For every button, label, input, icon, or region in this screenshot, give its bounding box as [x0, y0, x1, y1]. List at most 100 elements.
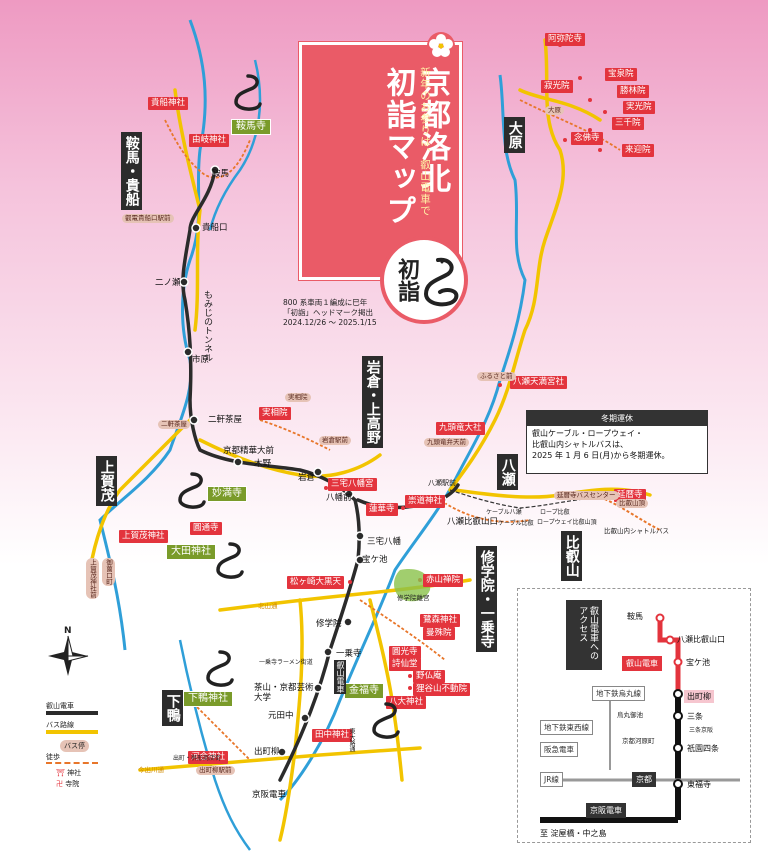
access-inset — [517, 588, 751, 843]
temple-rengeji: 蓮華寺 — [366, 503, 398, 516]
temple-sekizanzenin: 赤山禅院 — [423, 574, 464, 587]
label-ramen-kaido: 一乗寺ラーメン街道 — [259, 659, 313, 666]
eizan-kurama-line — [181, 168, 361, 782]
temple-jikkoin: 実光院 — [623, 101, 655, 114]
shugakuin-villa-area — [394, 569, 431, 602]
station-iwakura: 岩倉 — [298, 473, 316, 483]
snake-mascot-icon — [234, 74, 262, 111]
label-ropeway-summit: ロープウェイ比叡山頂 — [537, 519, 597, 526]
temple-hosenin: 宝泉院 — [605, 68, 637, 81]
site-shimogamo-jinja: 下鴨神社 — [183, 691, 233, 707]
temple-yase-tenmangu: 八瀬天満宮社 — [510, 376, 568, 389]
busstop-hiei-summit: 比叡山頂 — [616, 499, 648, 508]
inset-small-kyoto: 京都 — [632, 772, 656, 787]
compass-north: N — [64, 626, 72, 636]
station-ninose: 二ノ瀬 — [155, 278, 181, 288]
label-higashioji-dori: 東大路通 — [348, 728, 355, 752]
legend-eizan-line — [46, 711, 98, 715]
inset-small-kawaramachi: 京都河原町 — [622, 737, 655, 745]
notice-heading: 冬期運休 — [527, 411, 707, 426]
busstop-iwakura: 岩倉駅前 — [319, 436, 351, 445]
temple-matsugasaki-daikokuten: 松ヶ崎大黒天 — [287, 576, 345, 589]
station-yase-ekimae: 八瀬駅前 — [428, 479, 456, 487]
snake-mascot-icon — [178, 472, 206, 509]
inset-line-eizan: 叡山電車 — [622, 656, 662, 671]
label-imadegawa-dori: 今出川通 — [138, 766, 164, 774]
station-miyake-hachiman: 三宅八幡 — [367, 537, 402, 547]
site-kuramadera: 鞍馬寺 — [231, 119, 271, 135]
busstop-kuzuryu-benten: 九頭竜弁天前 — [424, 438, 469, 447]
torii-icon: ⛩ — [56, 769, 65, 777]
road-ohara — [448, 38, 565, 492]
inset-station-kurama: 鞍馬 — [627, 612, 643, 621]
temple-enryakuji: 延暦寺 — [614, 489, 646, 502]
station-seika-daimae: 京都精華大前 — [223, 446, 275, 456]
label-eizan-line: 叡山電車 — [334, 660, 346, 694]
inset-station-takaragaike: 宝ケ池 — [686, 658, 710, 667]
temple-raigoin: 来迎院 — [622, 144, 654, 157]
busstop-kamigamo-jinja: 上賀茂神社前 — [86, 558, 99, 599]
busstop-jissoin: 実相院 — [285, 393, 311, 402]
road-iwakura — [198, 438, 382, 479]
temple-sagimori-jinja: 鷺森神社 — [420, 614, 461, 627]
temple-hachidai-jinja: 八大神社 — [386, 696, 427, 709]
busstop-demachiyanagi: 出町柳駅前 — [196, 766, 235, 775]
station-ichihara: 市原 — [192, 355, 210, 365]
legend-temple: 卍 寺院 — [56, 780, 80, 788]
label-cable-hiei: ケーブル比叡 — [498, 520, 534, 527]
area-kamigamo: 上賀茂 — [96, 456, 117, 506]
road-ohara-branch — [518, 88, 602, 122]
busstop-kibuneguchi: 叡電貴船口駅前 — [122, 214, 174, 223]
snake-mascot-icon — [206, 650, 234, 687]
station-nikenchaya: 二軒茶屋 — [208, 415, 243, 425]
area-shimogamo: 下鴨 — [162, 690, 183, 726]
notice-body: 叡山ケーブル・ロープウェイ・ 比叡山内シャトルバスは、 2025 年 1 月 6… — [532, 429, 670, 460]
inset-line-hankyu: 阪急電車 — [540, 742, 578, 757]
busstop-furusato: ふるさと前 — [477, 372, 516, 381]
inset-line-karasuma: 地下鉄烏丸線 — [592, 686, 645, 701]
inset-station-sanjo: 三条 — [687, 712, 703, 721]
hatsumode-badge: 初詣 — [380, 236, 468, 324]
inset-footer: 至 淀屋橋・中之島 — [540, 829, 607, 838]
temple-miyake-hachimangu: 三宅八幡宮 — [328, 478, 377, 491]
temple-enkoji: 圓光寺 — [389, 646, 421, 659]
inset-station-tofukuji: 東福寺 — [687, 780, 711, 789]
station-kibuneguchi: 貴船口 — [202, 223, 228, 233]
station-mototanaka: 元田中 — [268, 711, 294, 721]
temple-jissoin: 実相院 — [259, 407, 291, 420]
cable-line — [449, 489, 601, 509]
page-title: 京都洛北 初詣マップ — [380, 67, 451, 227]
station-kino: 木野 — [254, 459, 272, 469]
temple-nembutsuji: 念佛寺 — [571, 132, 603, 145]
compass-icon — [48, 635, 89, 676]
plum-blossom-icon — [427, 32, 455, 60]
snake-icon — [423, 257, 459, 307]
station-shugakuin: 修学院 — [316, 619, 342, 629]
temple-sudo-jinja: 崇道神社 — [405, 495, 446, 508]
station-kurama: 鞍馬 — [212, 169, 230, 179]
legend-walk: 徒歩 — [46, 753, 60, 761]
temple-tanaka-jinja: 田中神社 — [312, 729, 353, 742]
inset-station-gionshijo: 祇園四条 — [687, 744, 719, 753]
station-chayama: 茶山・京都芸術大学 — [254, 683, 314, 703]
road-kamigamo — [88, 418, 192, 572]
temple-amidaji: 阿弥陀寺 — [545, 33, 586, 46]
legend-bus-line — [46, 730, 98, 734]
site-myomanji: 妙満寺 — [207, 486, 247, 502]
snake-mascot-icon — [216, 542, 244, 579]
site-konpukuji: 金福寺 — [344, 683, 384, 699]
inset-line-keihan: 京阪電車 — [586, 803, 626, 818]
kurama-river — [208, 59, 262, 231]
snake-mascot-icon — [372, 702, 400, 739]
inset-station-demachiyanagi: 出町柳 — [684, 690, 714, 703]
area-kurama-kibune: 鞍馬・貴船 — [121, 132, 142, 210]
legend-bus-stop: バス停 — [60, 740, 89, 752]
temple-shorinin: 勝林院 — [617, 85, 649, 98]
inset-small-sanjokeihan: 三条京阪 — [689, 727, 714, 734]
legend-walk-line — [46, 762, 98, 764]
temple-nobotokean: 野仏庵 — [413, 670, 445, 683]
label-masugata-shotengai: 出町・桝形商店街 — [173, 755, 222, 762]
busstop-nikenchaya: 二軒茶屋 — [158, 420, 190, 429]
station-demachiyanagi: 出町柳 — [254, 747, 280, 757]
